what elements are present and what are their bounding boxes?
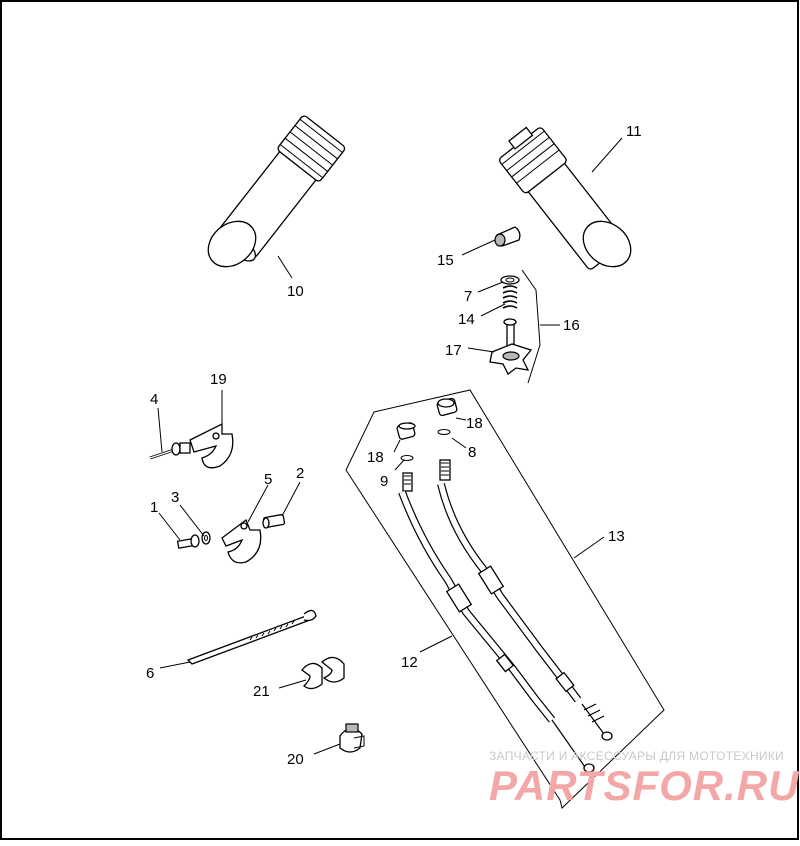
part-20-clip: [339, 723, 365, 753]
grip-right: [499, 126, 632, 270]
part-15-clip: [494, 226, 521, 247]
part-8-ring: [437, 429, 451, 435]
part-1-screw: [176, 534, 200, 549]
label-20: 20: [287, 751, 304, 768]
label-16: 16: [563, 317, 580, 334]
label-11: 11: [626, 123, 642, 140]
label-3: 3: [171, 489, 179, 506]
part-3-washer: [201, 531, 211, 545]
grip-left: [207, 115, 346, 268]
label-19: 19: [210, 371, 227, 388]
label-2: 2: [296, 465, 304, 482]
label-10: 10: [287, 283, 304, 300]
part-21-clip: [301, 656, 345, 690]
label-8: 8: [468, 444, 476, 461]
watermark: ЗАПЧАСТИ И АКСЕССУАРЫ ДЛЯ МОТОТЕХНИКИ PA…: [489, 749, 800, 809]
part-5-clamp: [221, 518, 262, 564]
label-5: 5: [264, 471, 272, 488]
label-4: 4: [150, 391, 158, 408]
cable-right: [437, 459, 613, 741]
label-12: 12: [401, 654, 418, 671]
label-17: 17: [445, 342, 462, 359]
part-18-cap-left: [396, 422, 416, 440]
label-14: 14: [458, 311, 475, 328]
part-17-screw: [489, 318, 533, 375]
part-9-ring: [400, 455, 414, 461]
part-4-rivet: [149, 442, 191, 460]
bracket-16: [521, 269, 541, 384]
callouts: 10 11 15 7 14 16 17 19 4 2 5 3 1 6 21 20…: [146, 123, 642, 768]
part-18-cap-right: [436, 397, 458, 417]
cable-left: [398, 472, 595, 775]
watermark-logo: PARTSFOR.RU: [489, 762, 800, 809]
watermark-tagline: ЗАПЧАСТИ И АКСЕССУАРЫ ДЛЯ МОТОТЕХНИКИ: [489, 749, 784, 763]
label-9: 9: [380, 473, 388, 490]
label-18a: 18: [367, 449, 384, 466]
label-15: 15: [437, 252, 454, 269]
label-13: 13: [608, 528, 625, 545]
label-18b: 18: [466, 415, 483, 432]
label-6: 6: [146, 665, 154, 682]
cable-boundary-13: [345, 389, 665, 809]
label-21: 21: [253, 683, 270, 700]
part-6-cable-tie: [186, 609, 317, 665]
part-19-clamp: [189, 422, 234, 469]
label-1: 1: [150, 499, 158, 516]
part-7-washer: [500, 275, 520, 285]
part-14-spring: [502, 285, 518, 309]
part-2-spacer: [262, 514, 286, 529]
label-7: 7: [464, 288, 472, 305]
leader-lines: [157, 137, 623, 755]
